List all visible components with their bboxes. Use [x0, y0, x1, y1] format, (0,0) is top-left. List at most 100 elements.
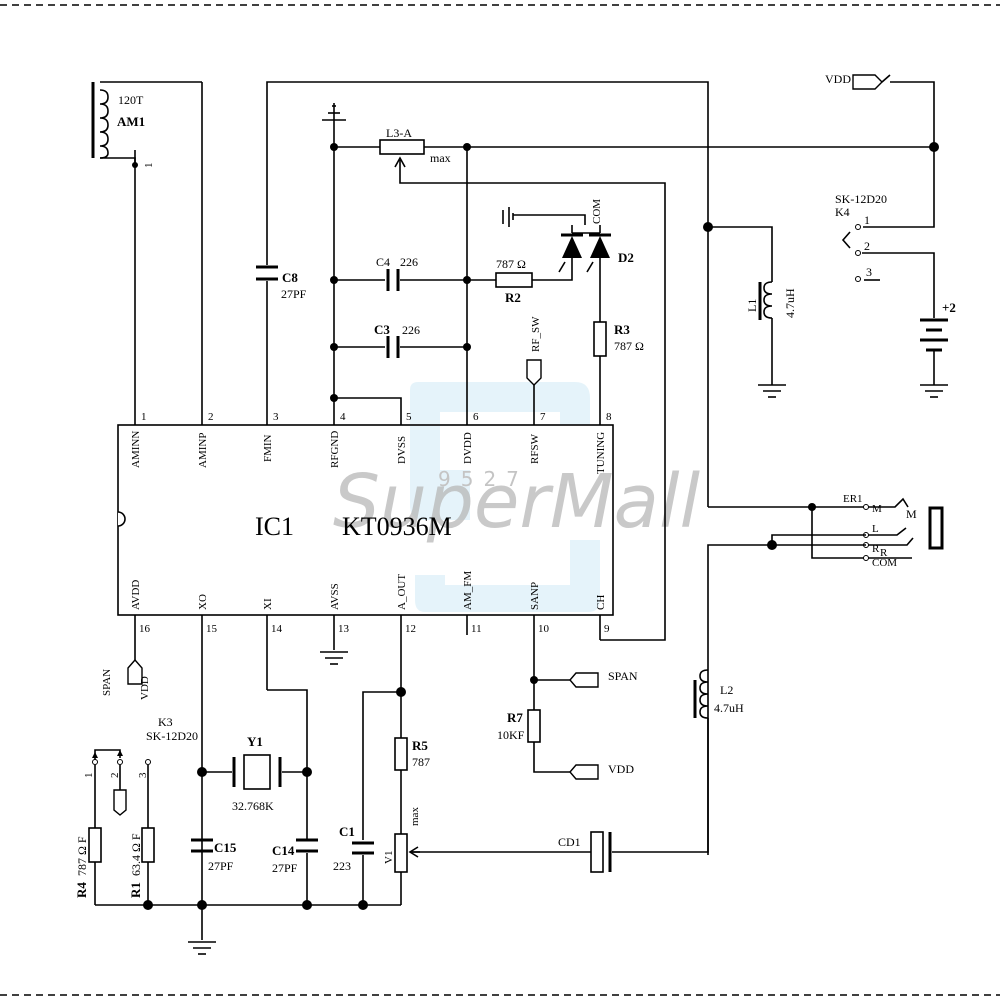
cd1-capacitor: CD1 [410, 718, 709, 873]
k3-pin1: 1 [83, 773, 95, 779]
l3-note: max [430, 151, 451, 165]
l1-inductor: L1 4.7uH [703, 222, 797, 398]
jack-r2: R [880, 547, 888, 559]
c15-ref: C15 [214, 840, 237, 855]
c15-capacitor: C15 27PF [191, 838, 237, 873]
battery-label: +2 [942, 300, 956, 315]
pin-2-name: AMINP [197, 433, 209, 468]
c1-value: 223 [333, 859, 351, 873]
pin-13-name: AVSS [329, 583, 341, 610]
k4-pin3: 3 [866, 265, 872, 279]
pin-8-num: 8 [606, 411, 612, 423]
am1-ref: AM1 [117, 114, 145, 129]
pin-11-num: 11 [471, 623, 482, 635]
vdd-top-label: VDD [825, 72, 851, 86]
pin-12-num: 12 [405, 623, 416, 635]
rfsw-label: RF_SW [530, 316, 542, 352]
avss-ground [320, 651, 348, 665]
ic1-top-pins: 1 2 3 4 5 6 7 8 AMINN AMINP FMIN RFGND D… [130, 82, 612, 474]
r1-ref: R1 [128, 882, 143, 898]
r7-value: 10KF [497, 728, 525, 742]
c3-value: 226 [402, 323, 420, 337]
pin-5-num: 5 [406, 411, 412, 423]
c3-ref: C3 [374, 322, 390, 337]
v1-note: max [409, 807, 421, 826]
watermark-digits: 9527 [438, 467, 529, 491]
pin-9-num: 9 [604, 623, 610, 635]
r7-resistor: SPAN VDD R7 10KF [497, 669, 638, 780]
pin-6-name: DVDD [462, 432, 474, 464]
c4-ref: C4 [376, 255, 390, 269]
pin-1-name: AMINN [130, 431, 142, 468]
pin-15-name: XO [197, 594, 209, 610]
r7-ref: R7 [507, 710, 523, 725]
k4-part: SK-12D20 [835, 192, 887, 206]
pin-6-num: 6 [473, 411, 479, 423]
pin-9-name: CH [595, 595, 607, 610]
headphone-jack: ER1 M L R R COM M [707, 493, 944, 855]
d2-ref: D2 [618, 250, 634, 265]
c8-value: 27PF [281, 287, 307, 301]
l3-ref: L3-A [386, 126, 412, 140]
span-right-label: SPAN [608, 669, 638, 683]
jack-r: R [872, 543, 880, 555]
r4-value: 787 Ω F [75, 836, 89, 876]
k3-ref: K3 [158, 715, 173, 729]
c14-capacitor: C14 27PF [272, 838, 318, 905]
y1-value: 32.768K [232, 799, 274, 813]
pin-4-num: 4 [340, 411, 346, 423]
span-left-label: SPAN [101, 669, 113, 696]
vdd-right-label: VDD [608, 762, 634, 776]
am1-antenna: 120T AM1 1 [91, 81, 202, 169]
r3-ref: R3 [614, 322, 630, 337]
rfsw-tag: RF_SW [526, 316, 542, 386]
pin-3-name: FMIN [262, 434, 274, 462]
pin-11-name: AM_FM [462, 571, 474, 610]
pin-13-num: 13 [338, 623, 350, 635]
pin-5-name: DVSS [396, 436, 408, 464]
v1-ref: V1 [383, 851, 395, 864]
am1-turns: 120T [118, 93, 144, 107]
pin-7-num: 7 [540, 411, 546, 423]
c8-ref: C8 [282, 270, 298, 285]
rfgnd-junction [330, 394, 338, 402]
pin-12-name: A_OUT [396, 574, 408, 610]
r2-ref: R2 [505, 290, 521, 305]
l3-potentiometer: L3-A max [322, 103, 939, 641]
c15-value: 27PF [208, 859, 234, 873]
pin-14-num: 14 [271, 623, 283, 635]
vdd-left-label: VDD [139, 676, 151, 700]
r3-resistor: R3 787 Ω [593, 321, 644, 357]
d2-com: COM [591, 199, 603, 224]
crystal-y1: Y1 32.768K [197, 689, 312, 840]
k3-pin3: 3 [137, 772, 149, 778]
d2-varactor: COM D2 [502, 199, 634, 322]
ic1-body: IC1 KT0936M [117, 424, 614, 616]
jack-er: ER1 [843, 493, 863, 505]
r5-ref: R5 [412, 738, 428, 753]
ic1-part: KT0936M [342, 512, 452, 541]
power-switch-k4: VDD SK-12D20 K4 1 2 3 +2 [825, 72, 956, 398]
pin-7-name: RFSW [529, 433, 541, 464]
pin-4-name: RFGND [329, 431, 341, 468]
pin-3-num: 3 [273, 411, 279, 423]
l2-ref: L2 [720, 683, 733, 697]
k4-ref: K4 [835, 205, 850, 219]
am1-pin: 1 [143, 163, 155, 169]
c3-capacitor: C3 226 [330, 322, 471, 358]
l1-ref: L1 [745, 299, 759, 312]
pin-10-name: SANP [529, 582, 541, 610]
cd1-ref: CD1 [558, 835, 581, 849]
y1-ref: Y1 [247, 734, 263, 749]
r5-value: 787 [412, 755, 430, 769]
c1-ref: C1 [339, 824, 355, 839]
r2-value: 787 Ω [496, 257, 526, 271]
pin-1-num: 1 [141, 411, 147, 423]
pin-15-num: 15 [206, 623, 218, 635]
pin-10-num: 10 [538, 623, 550, 635]
jack-l: L [872, 523, 879, 535]
pin-14-name: XI [262, 598, 274, 610]
k3-pin2: 2 [109, 773, 121, 779]
ic1-ref: IC1 [255, 512, 294, 541]
watermark-brand: SuperMall [333, 459, 701, 545]
